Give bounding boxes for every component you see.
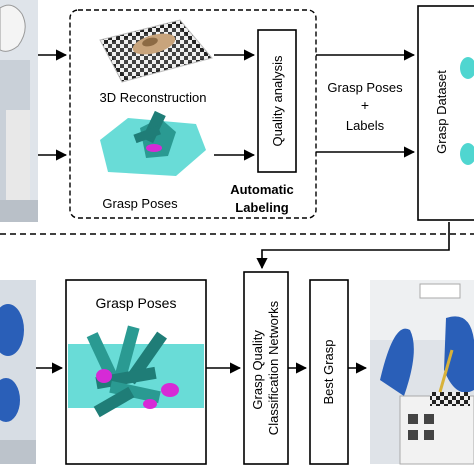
execution-photo <box>370 280 474 465</box>
auto-label-line2: Labeling <box>235 200 289 215</box>
grasp-label-top: Grasp Poses <box>102 196 178 211</box>
recon-label: 3D Reconstruction <box>100 90 207 105</box>
grasp-dataset-box <box>417 5 474 221</box>
best-grasp-box <box>309 279 349 465</box>
arrow-label-line1: Grasp Poses <box>327 80 403 95</box>
dataset-thumb-2 <box>460 143 474 165</box>
best-label: Best Grasp <box>321 339 336 404</box>
network-line1: Grasp Quality <box>250 330 265 410</box>
grasp-poses-image-top <box>100 110 206 176</box>
dataset-label: Grasp Dataset <box>434 70 449 154</box>
arrow-dataset-to-network <box>256 222 450 270</box>
arrow-label-plus: + <box>361 97 369 113</box>
auto-label-line1: Automatic <box>230 182 294 197</box>
quality-label: Quality analysis <box>270 55 285 147</box>
arrow-label-line2: Labels <box>346 118 385 133</box>
network-label: Grasp Quality Classification Networks <box>250 300 281 435</box>
dataset-thumb-1 <box>460 57 474 79</box>
network-box <box>243 271 289 465</box>
network-line2: Classification Networks <box>266 300 281 435</box>
robot-photo-bottom <box>0 280 36 464</box>
automatic-labeling-box <box>69 9 317 219</box>
grasp-poses-image-bottom <box>68 325 204 418</box>
reconstruction-image <box>99 19 213 83</box>
robot-photo-top <box>0 0 38 222</box>
quality-analysis-box <box>257 29 297 173</box>
grasp-label-bottom: Grasp Poses <box>96 295 177 311</box>
